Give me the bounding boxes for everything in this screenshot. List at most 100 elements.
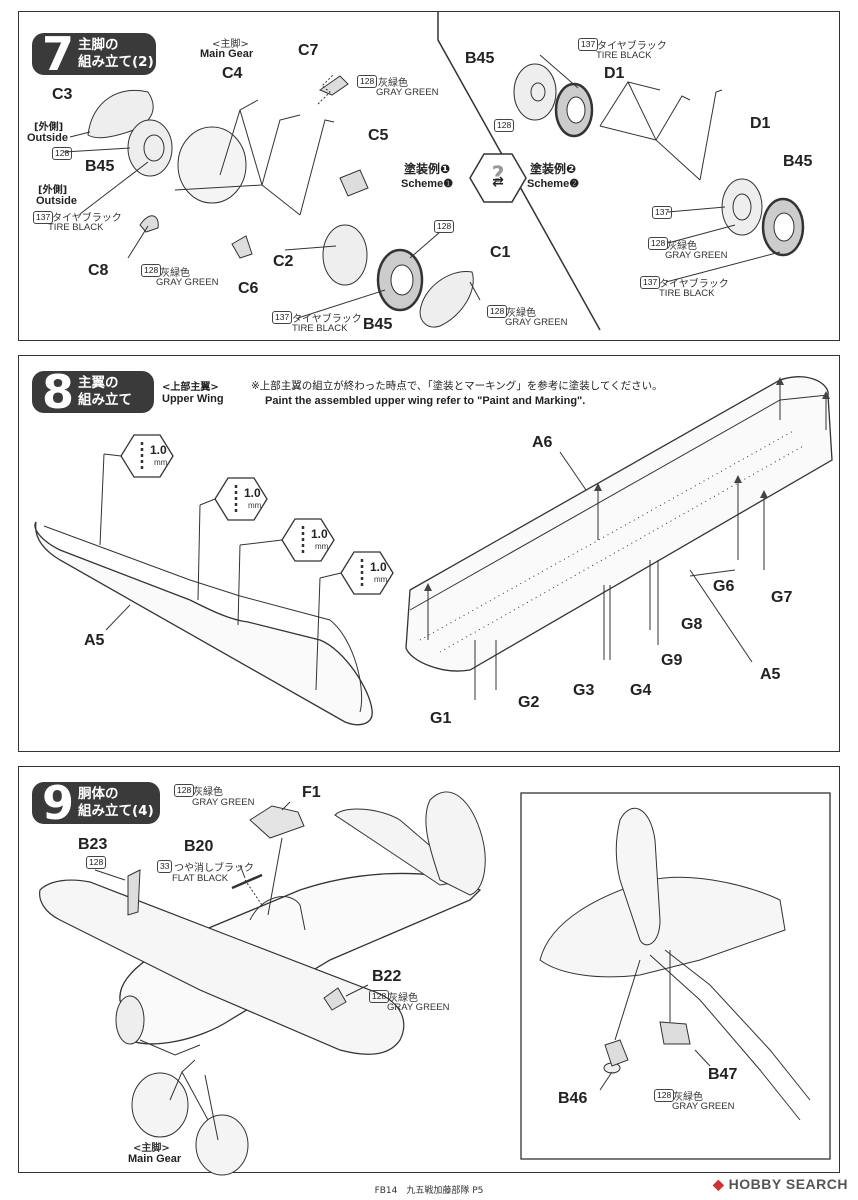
watermark-brand: HOBBY: [728, 1176, 782, 1192]
part-b20: B20: [184, 838, 214, 855]
drill-1-unit: mm: [154, 458, 168, 467]
gray-green-en-k: GRAY GREEN: [672, 1101, 735, 1112]
part-b47: B47: [708, 1066, 738, 1083]
gray-green-jp-k: 灰緑色: [673, 1092, 703, 1103]
part-c7: C7: [298, 42, 319, 59]
color-num-128-j: 128: [369, 990, 390, 1003]
part-b23: B23: [78, 836, 108, 853]
part-c3: C3: [52, 86, 73, 103]
gray-green-en-c: GRAY GREEN: [156, 277, 219, 288]
drill-2-unit: mm: [248, 501, 262, 510]
step8-number: 8: [42, 365, 75, 419]
step8-note-en: Paint the assembled upper wing refer to …: [265, 395, 586, 407]
outside-en-2: Outside: [36, 195, 77, 207]
gray-green-en-e: GRAY GREEN: [505, 317, 568, 328]
part-g7: G7: [771, 589, 793, 606]
step8-title: 主翼の 組み立て: [78, 375, 133, 408]
part-b45-d: B45: [783, 153, 813, 170]
part-a5-left: A5: [84, 632, 105, 649]
part-g9: G9: [661, 652, 683, 669]
gray-green-en-g: GRAY GREEN: [665, 250, 728, 261]
outside-jp-1: [外側]: [34, 122, 64, 133]
part-g8: G8: [681, 616, 703, 633]
color-num-128-e: 128: [487, 305, 508, 318]
part-b46: B46: [558, 1090, 588, 1107]
tire-black-en-c: TIRE BLACK: [596, 50, 652, 61]
flat-black-en: FLAT BLACK: [172, 873, 229, 884]
part-g4: G4: [630, 682, 652, 699]
part-c5: C5: [368, 127, 389, 144]
part-a5-right: A5: [760, 666, 781, 683]
page-footer: FB14 九五戦加藤部隊 P5: [374, 1186, 484, 1196]
color-num-128-h: 128: [174, 784, 195, 797]
scheme1-jp: 塗装例❶: [404, 162, 451, 176]
step9-badge: 9 胴体の 組み立て(4): [32, 780, 160, 826]
part-a6: A6: [532, 434, 553, 451]
tire-black-en-b: TIRE BLACK: [292, 323, 348, 334]
flat-black-jp: つや消しブラック: [174, 863, 254, 874]
tire-black-jp-e: タイヤブラック: [659, 279, 729, 290]
part-c8: C8: [88, 262, 109, 279]
gray-green-jp-e: 灰緑色: [506, 308, 536, 319]
part-b45-a: B45: [85, 158, 115, 175]
part-c2: C2: [273, 253, 294, 270]
part-f1: F1: [302, 784, 321, 801]
part-b45-b: B45: [363, 316, 393, 333]
scheme2-en: Scheme❷: [527, 178, 580, 190]
part-c4: C4: [222, 65, 243, 82]
upper-wing-jp: <上部主翼>: [162, 382, 219, 393]
part-g6: G6: [713, 578, 735, 595]
main-gear-jp-9: <主脚>: [133, 1143, 170, 1154]
step8-panel: [18, 355, 840, 752]
part-c1: C1: [490, 244, 511, 261]
color-num-137-e: 137: [640, 276, 661, 289]
gray-green-jp-h: 灰緑色: [193, 787, 223, 798]
color-num-137-b: 137: [272, 311, 293, 324]
tire-black-en-a: TIRE BLACK: [48, 222, 104, 233]
part-c6: C6: [238, 280, 259, 297]
tire-black-en-e: TIRE BLACK: [659, 288, 715, 299]
color-num-128-b: 128: [357, 75, 378, 88]
scheme2-jp: 塗装例❷: [530, 162, 577, 176]
color-num-128-a: 128: [52, 147, 73, 160]
color-num-137-d: 137: [652, 206, 673, 219]
drill-4-unit: mm: [374, 575, 388, 584]
part-b22: B22: [372, 968, 402, 985]
svg-text:⇄: ⇄: [492, 174, 504, 190]
part-g2: G2: [518, 694, 540, 711]
tire-black-jp-a: タイヤブラック: [52, 213, 122, 224]
color-num-128-k: 128: [654, 1089, 675, 1102]
step7-panel: [18, 11, 840, 341]
gray-green-en-j: GRAY GREEN: [387, 1002, 450, 1013]
color-num-128-i: 128: [86, 856, 107, 869]
part-b45-c: B45: [465, 50, 495, 67]
drill-2-value: 1.0: [244, 486, 261, 500]
main-gear-label-jp: <主脚>: [212, 39, 249, 50]
gray-green-jp-b: 灰緑色: [378, 78, 408, 89]
part-g3: G3: [573, 682, 595, 699]
outside-en-1: Outside: [27, 132, 68, 144]
gray-green-en-b: GRAY GREEN: [376, 87, 439, 98]
drill-1-value: 1.0: [150, 443, 167, 457]
color-num-137-a: 137: [33, 211, 54, 224]
step7-number: 7: [42, 27, 75, 81]
color-num-128-f: 128: [494, 119, 515, 132]
drill-3-unit: mm: [315, 542, 329, 551]
color-num-137-c: 137: [578, 38, 599, 51]
gray-green-en-h: GRAY GREEN: [192, 797, 255, 808]
scheme1-en: Scheme❶: [401, 178, 454, 190]
tire-black-jp-b: タイヤブラック: [292, 314, 362, 325]
color-num-128-g: 128: [648, 237, 669, 250]
drill-3-value: 1.0: [311, 527, 328, 541]
svg-text:?: ?: [492, 163, 505, 188]
step8-note-jp: ※上部主翼の組立が終わった時点で、「塗装とマーキング」を参考に塗装してください。: [251, 380, 663, 392]
gray-green-jp-g: 灰緑色: [667, 241, 697, 252]
gray-green-jp-c: 灰緑色: [160, 268, 190, 279]
main-gear-label-en: Main Gear: [200, 48, 254, 60]
color-num-128-d: 128: [434, 220, 455, 233]
color-num-33: 33: [157, 860, 173, 873]
watermark: ◆ HOBBY SEARCH: [713, 1176, 848, 1193]
